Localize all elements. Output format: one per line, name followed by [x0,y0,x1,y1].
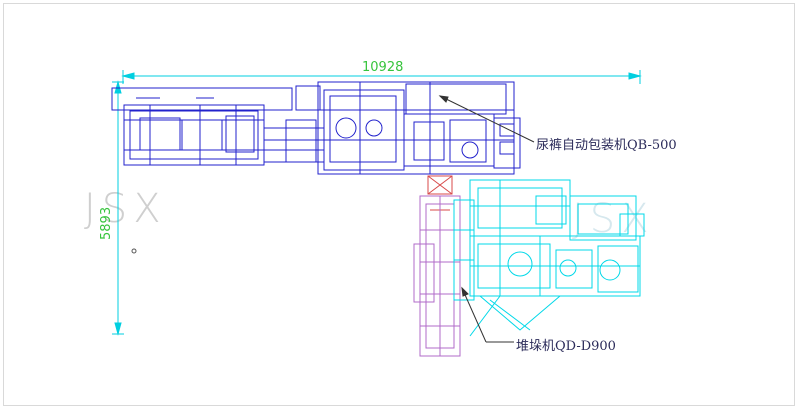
callout-packaging-machine: 尿裤自动包装机QB-500 [536,138,677,153]
callout-stacking-machine: 堆垛机QD-D900 [516,339,616,354]
watermark-left: JSX [84,186,167,232]
accent-red [427,175,453,211]
conveyor [413,195,461,357]
origin-marker [131,248,137,254]
stacking-machine [453,179,645,337]
packaging-machine [111,81,521,175]
drawing-frame [3,3,795,406]
leader-lines [438,95,535,343]
dimension-width-label: 10928 [362,60,404,75]
